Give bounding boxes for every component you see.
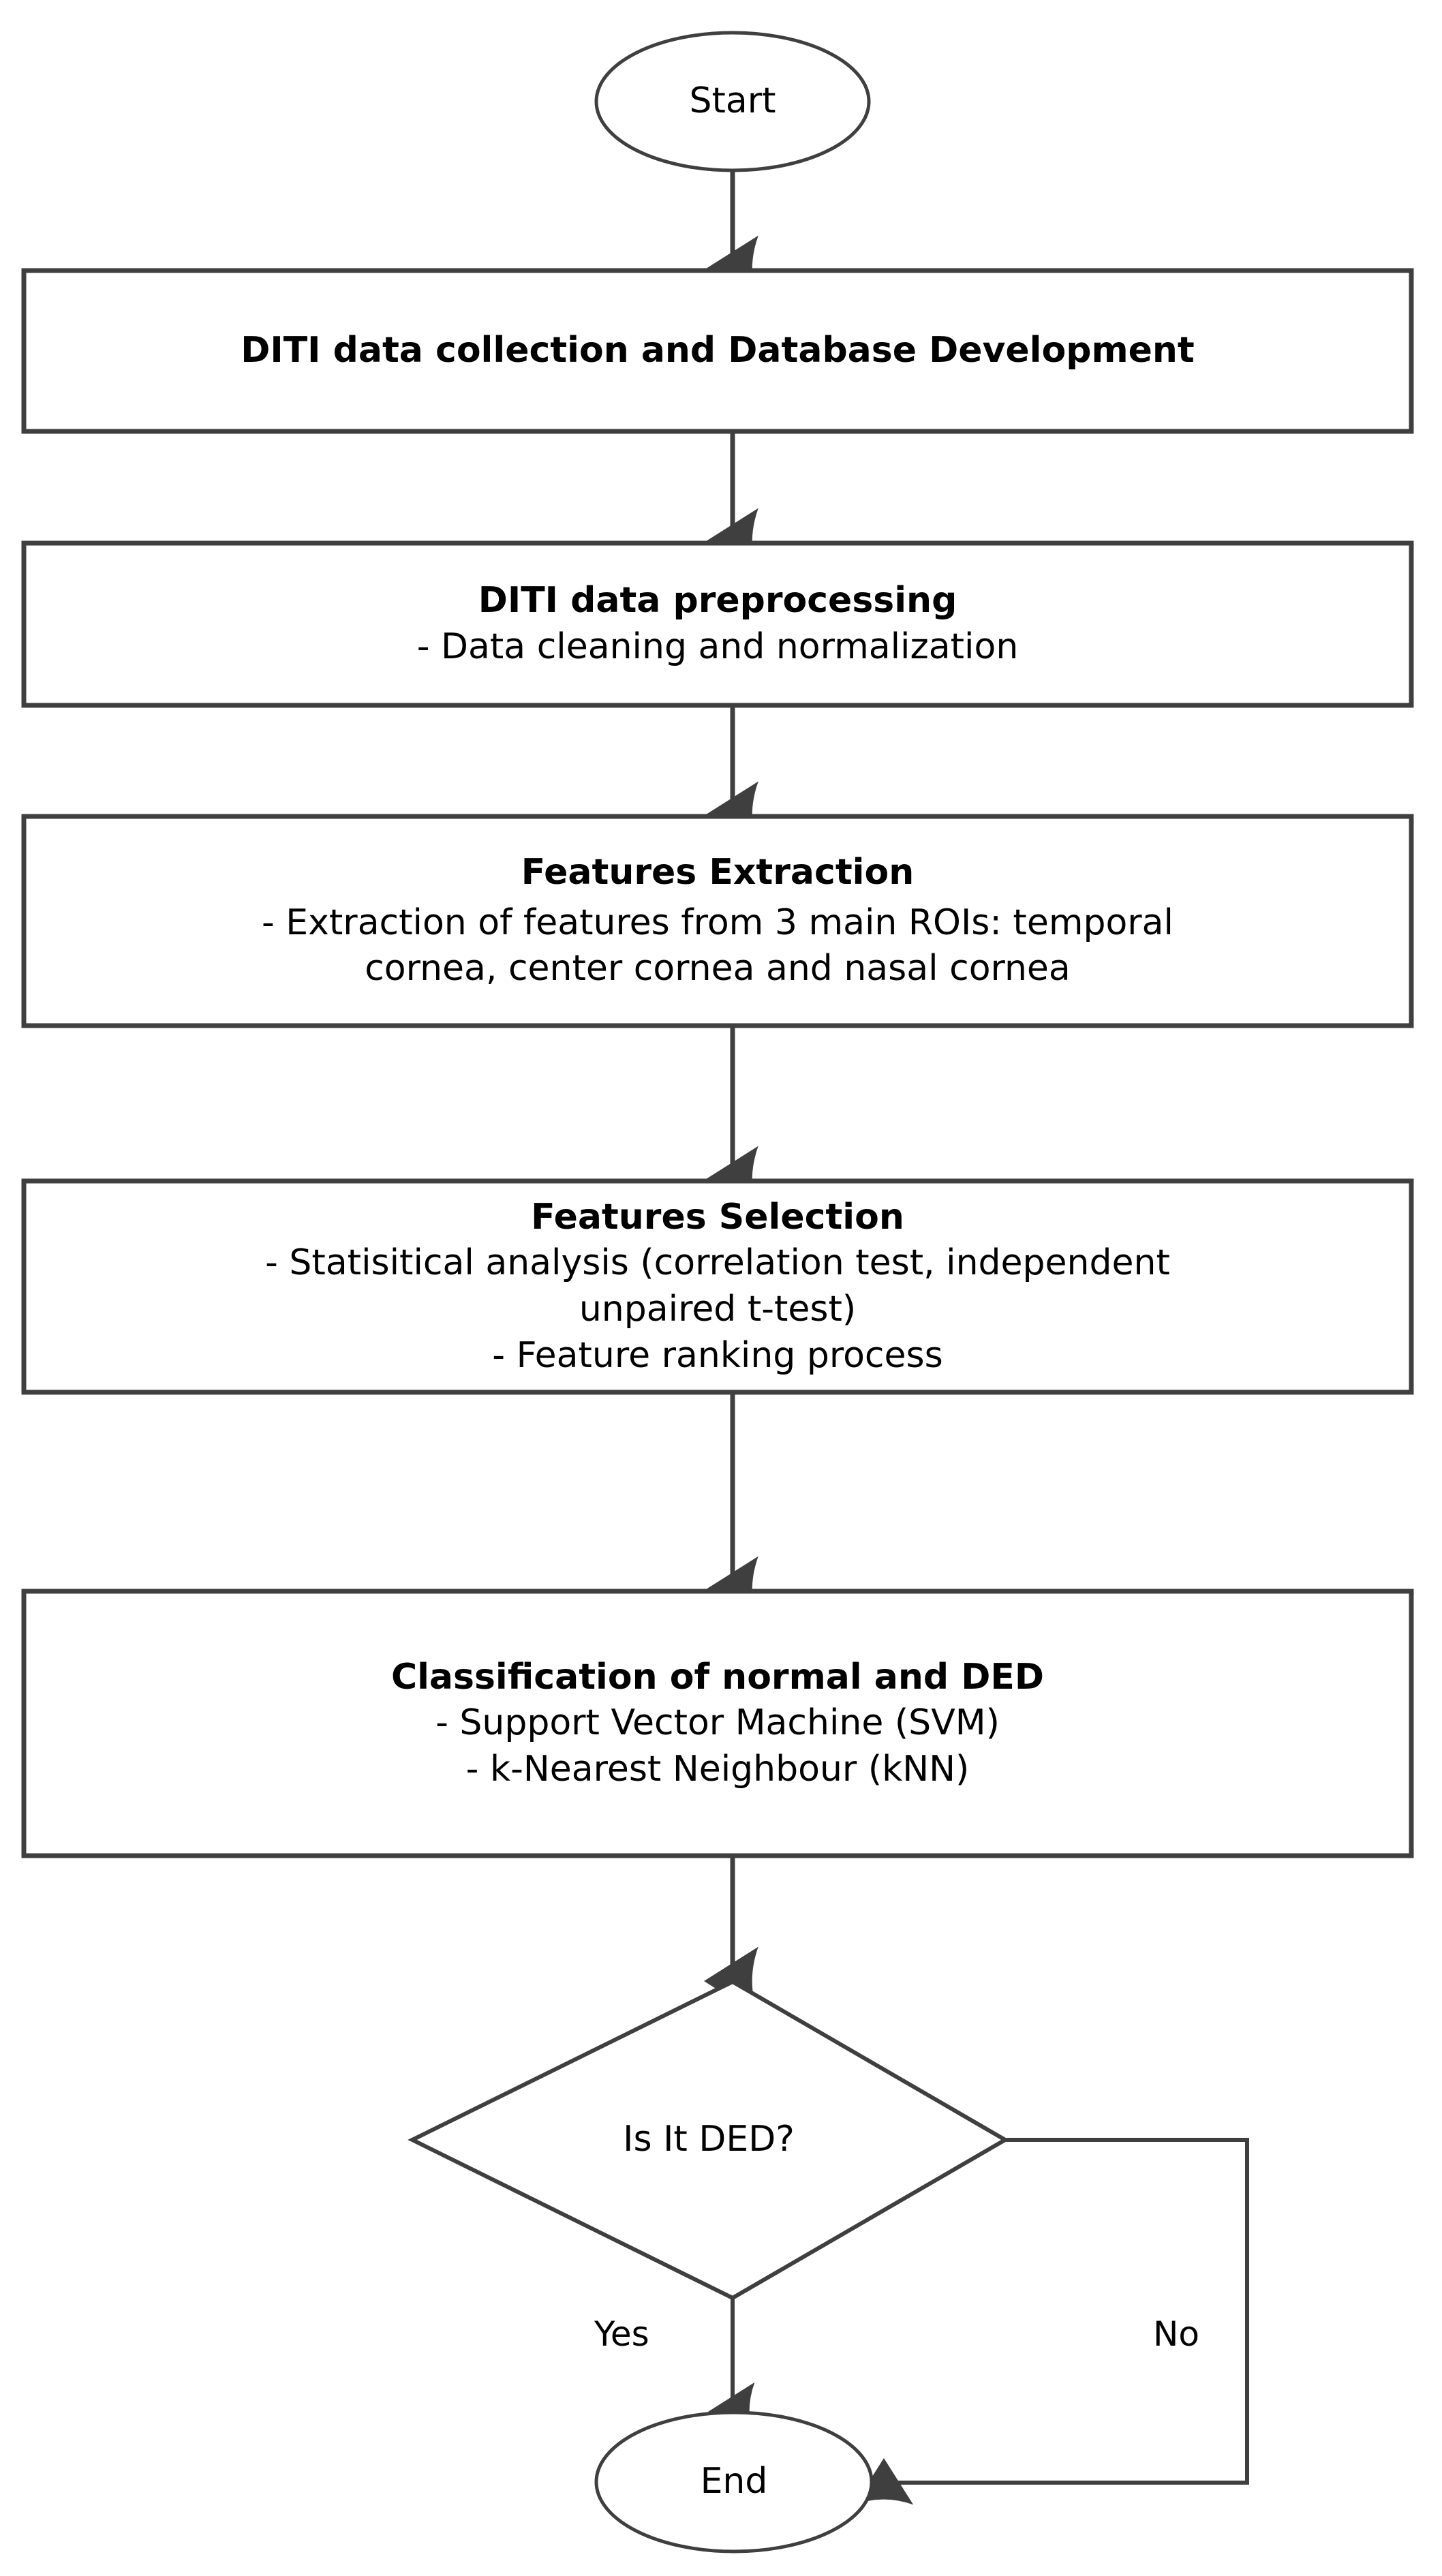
step-box-2 xyxy=(21,540,1414,708)
step-box-5 xyxy=(21,1589,1414,1858)
step-box-3 xyxy=(21,814,1414,1028)
step-detail-line: - Data cleaning and normalization xyxy=(416,626,1019,667)
step-detail-line: - Support Vector Machine (SVM) xyxy=(435,1702,1000,1744)
edge-label-no: No xyxy=(1153,2314,1199,2354)
connector-decision-no-to-end xyxy=(854,2138,1249,2505)
step-node-features-extraction[interactable]: Features Extraction - Extraction of feat… xyxy=(24,816,1411,1026)
step-detail-line: - Statisitical analysis (correlation tes… xyxy=(265,1242,1170,1284)
step-title: DITI data collection and Database Develo… xyxy=(241,330,1195,371)
end-terminal-shape xyxy=(594,2410,874,2554)
step-node-preprocessing[interactable]: DITI data preprocessing - Data cleaning … xyxy=(24,543,1411,705)
start-terminal-label: Start xyxy=(689,80,776,122)
step-title: Features Extraction xyxy=(521,852,915,893)
step-box-4 xyxy=(21,1178,1414,1395)
decision-label: Is It DED? xyxy=(623,2119,795,2160)
start-terminal[interactable]: Start xyxy=(596,33,869,170)
decision-node[interactable]: Is It DED? xyxy=(412,1982,1005,2298)
step-box-1 xyxy=(21,268,1414,434)
step-detail-line: - Extraction of features from 3 main ROI… xyxy=(262,902,1173,943)
step-node-classification[interactable]: Classification of normal and DED - Suppo… xyxy=(24,1591,1411,1856)
step-detail-line: - k-Nearest Neighbour (kNN) xyxy=(465,1748,970,1790)
step-title: Features Selection xyxy=(531,1196,904,1238)
end-terminal[interactable]: End xyxy=(596,2412,872,2551)
step-detail-line: unpaired t-test) xyxy=(579,1289,857,1330)
end-terminal-label: End xyxy=(700,2461,768,2502)
step-title: DITI data preprocessing xyxy=(478,580,957,622)
step-node-features-selection[interactable]: Features Selection - Statisitical analys… xyxy=(24,1181,1411,1392)
edge-label-yes: Yes xyxy=(594,2314,649,2354)
step-detail-line: - Feature ranking process xyxy=(492,1334,943,1376)
step-node-data-collection[interactable]: DITI data collection and Database Develo… xyxy=(24,271,1411,431)
step-title: Classification of normal and DED xyxy=(390,1656,1045,1698)
step-detail-line: cornea, center cornea and nasal cornea xyxy=(365,948,1071,990)
